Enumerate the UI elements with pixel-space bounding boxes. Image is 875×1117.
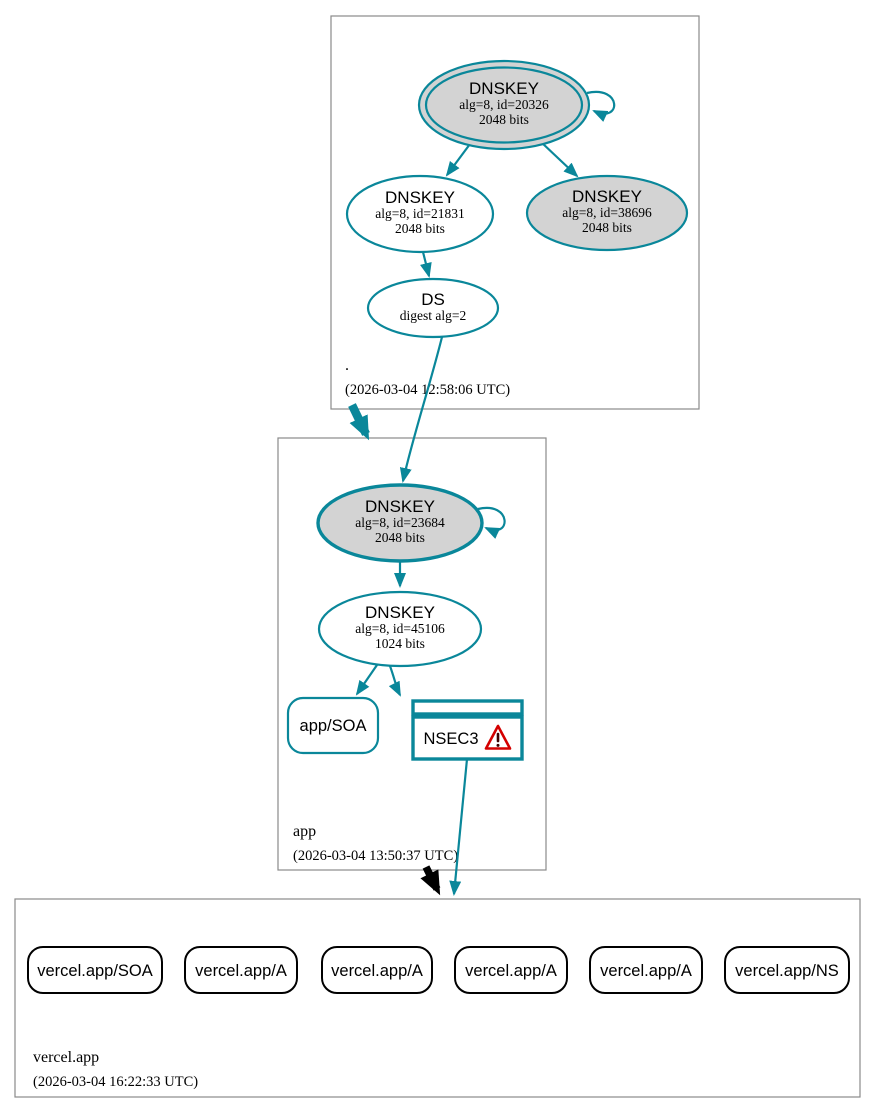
vercel-a-4-label: vercel.app/A — [600, 962, 692, 980]
edge-app-zsk-to-nsec3 — [388, 665, 401, 697]
vercel-a-1-label: vercel.app/A — [195, 962, 287, 980]
node-vercel-soa[interactable]: vercel.app/SOA — [27, 946, 163, 994]
node-dnskey-20326[interactable]: DNSKEY alg=8, id=20326 2048 bits — [417, 59, 591, 151]
edge-nsec3-to-vercel — [449, 758, 469, 896]
ds-detail: digest alg=2 — [400, 308, 466, 323]
edge-root-ksk-self-sign — [586, 90, 616, 122]
edge-ds-to-app-ksk — [399, 336, 444, 483]
vercel-a-3-label: vercel.app/A — [465, 962, 557, 980]
zone-label-root: . — [345, 357, 349, 374]
nsec3-label: NSEC3 — [423, 730, 478, 748]
dnskey-23684-alg: alg=8, id=23684 — [355, 515, 445, 530]
vercel-ns-rect — [724, 946, 850, 994]
node-ds-root[interactable]: DS digest alg=2 — [366, 277, 500, 339]
node-app-soa[interactable]: app/SOA — [286, 696, 380, 755]
edge-delegation-root-to-app — [348, 403, 370, 441]
zone-timestamp-vercel: (2026-03-04 16:22:33 UTC) — [33, 1074, 198, 1090]
dnskey-21831-bits: 2048 bits — [395, 221, 445, 236]
vercel-a-1-rect — [184, 946, 298, 994]
vercel-a-3-rect — [454, 946, 568, 994]
app-soa-rect — [286, 696, 380, 755]
node-vercel-ns[interactable]: vercel.app/NS — [724, 946, 850, 994]
node-dnskey-23684[interactable]: DNSKEY alg=8, id=23684 2048 bits — [316, 483, 484, 563]
node-vercel-a-4[interactable]: vercel.app/A — [589, 946, 703, 994]
dnskey-21831-title: DNSKEY — [385, 188, 455, 207]
dnskey-20326-inner-ellipse — [424, 66, 584, 144]
zone-box-vercel-border — [14, 898, 861, 1098]
warning-exclamation-dot — [496, 743, 500, 747]
zone-label-vercel: vercel.app — [33, 1049, 99, 1066]
dnskey-23684-title: DNSKEY — [365, 497, 435, 516]
edge-delegation-app-to-vercel — [420, 865, 441, 896]
dnskey-20326-title: DNSKEY — [469, 79, 539, 98]
app-soa-label: app/SOA — [300, 717, 367, 735]
vercel-soa-label: vercel.app/SOA — [37, 962, 153, 980]
dnskey-21831-alg: alg=8, id=21831 — [375, 206, 464, 221]
node-dnskey-38696[interactable]: DNSKEY alg=8, id=38696 2048 bits — [525, 174, 689, 252]
node-dnskey-45106[interactable]: DNSKEY alg=8, id=45106 1024 bits — [317, 590, 483, 668]
dnskey-38696-alg: alg=8, id=38696 — [562, 205, 652, 220]
dnskey-45106-alg: alg=8, id=45106 — [355, 621, 445, 636]
dnskey-45106-ellipse — [317, 590, 483, 668]
dnskey-20326-alg: alg=8, id=20326 — [459, 97, 549, 112]
dnskey-23684-ellipse — [316, 483, 484, 563]
node-dnskey-21831[interactable]: DNSKEY alg=8, id=21831 2048 bits — [345, 174, 495, 254]
dnskey-38696-bits: 2048 bits — [582, 220, 632, 235]
dnskey-38696-title: DNSKEY — [572, 187, 642, 206]
edge-app-ksk-self-sign — [477, 506, 506, 539]
node-vercel-a-3[interactable]: vercel.app/A — [454, 946, 568, 994]
vercel-a-4-rect — [589, 946, 703, 994]
vercel-ns-label: vercel.app/NS — [735, 962, 839, 980]
edge-root-ksk-to-zsk — [445, 143, 471, 177]
zone-timestamp-app: (2026-03-04 13:50:37 UTC) — [293, 848, 458, 864]
dnskey-45106-bits: 1024 bits — [375, 636, 425, 651]
warning-icon[interactable] — [484, 724, 512, 750]
node-nsec3[interactable]: NSEC3 — [411, 699, 524, 761]
nsec3-top-strip — [411, 699, 524, 716]
dnskey-20326-outer-ellipse — [417, 59, 591, 151]
edge-root-zsk-to-ds — [420, 251, 432, 278]
vercel-soa-rect — [27, 946, 163, 994]
vercel-a-2-label: vercel.app/A — [331, 962, 423, 980]
ds-title: DS — [421, 290, 445, 309]
zone-label-app: app — [293, 823, 316, 840]
vercel-a-2-rect — [321, 946, 433, 994]
ds-ellipse — [366, 277, 500, 339]
node-vercel-a-1[interactable]: vercel.app/A — [184, 946, 298, 994]
dnskey-20326-bits: 2048 bits — [479, 112, 529, 127]
zone-box-vercel: vercel.app (2026-03-04 16:22:33 UTC) — [14, 898, 861, 1098]
edge-root-ksk-to-key38696 — [540, 141, 579, 178]
edge-app-zsk-to-soa — [355, 664, 378, 696]
dnskey-21831-ellipse — [345, 174, 495, 254]
dnskey-23684-bits: 2048 bits — [375, 530, 425, 545]
dnskey-38696-ellipse — [525, 174, 689, 252]
node-vercel-a-2[interactable]: vercel.app/A — [321, 946, 433, 994]
dnskey-45106-title: DNSKEY — [365, 603, 435, 622]
